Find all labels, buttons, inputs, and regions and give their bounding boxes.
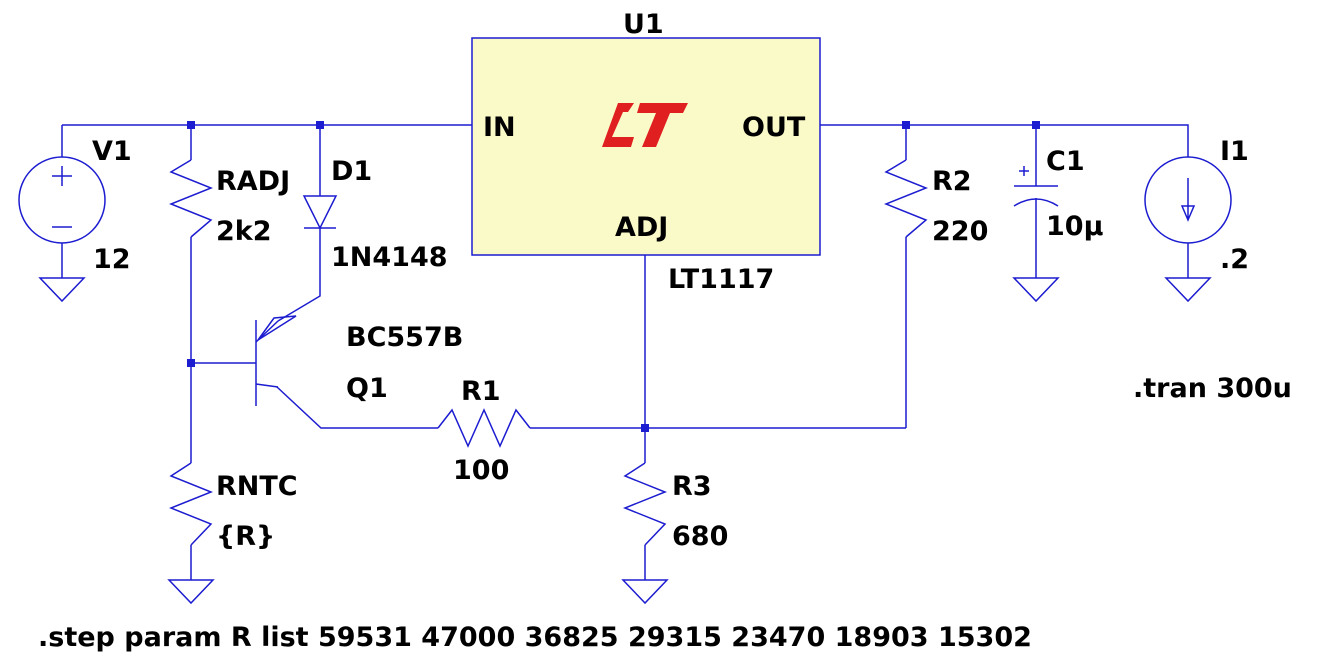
junction-node xyxy=(902,121,910,129)
v1-ref: V1 xyxy=(92,136,132,167)
v1-value: 12 xyxy=(93,244,131,275)
wire-d1-to-emitter[interactable] xyxy=(277,228,321,322)
c1-capacitor[interactable]: C1 10µ xyxy=(1013,146,1104,242)
rntc-value: {R} xyxy=(216,521,275,552)
u1-ref: U1 xyxy=(623,9,664,40)
r3-resistor[interactable]: R3 680 xyxy=(622,462,728,552)
radj-ref: RADJ xyxy=(216,166,290,197)
wires xyxy=(61,124,1189,580)
linear-technology-logo-icon xyxy=(602,103,688,147)
r2-value: 220 xyxy=(932,216,988,247)
r1-resistor[interactable]: R1 100 xyxy=(437,376,531,486)
grounds xyxy=(38,277,1212,605)
u1-pin-adj: ADJ xyxy=(615,212,668,243)
u1-pin-in: IN xyxy=(483,112,516,143)
diode-icon xyxy=(302,195,338,230)
u1-regulator[interactable]: U1 IN OUT ADJ LT1117 xyxy=(471,9,821,295)
rntc-resistor[interactable]: RNTC {R} xyxy=(168,462,298,552)
resistor-zigzag-icon xyxy=(883,159,929,238)
rntc-ref: RNTC xyxy=(216,471,298,502)
radj-value: 2k2 xyxy=(216,216,272,247)
junction-node xyxy=(187,121,195,129)
ground-icon xyxy=(38,277,86,303)
r3-value: 680 xyxy=(672,521,728,552)
u1-pin-out: OUT xyxy=(742,112,806,143)
junction-node xyxy=(187,359,195,367)
junction-node xyxy=(641,424,649,432)
junction-node xyxy=(316,121,324,129)
transistor-collector-icon xyxy=(255,383,279,388)
r2-ref: R2 xyxy=(932,166,972,197)
radj-resistor[interactable]: RADJ 2k2 xyxy=(168,159,290,247)
i1-ref: I1 xyxy=(1220,136,1249,167)
resistor-zigzag-icon xyxy=(622,462,668,546)
d1-ref: D1 xyxy=(331,156,372,187)
step-directive[interactable]: .step param R list 59531 47000 36825 293… xyxy=(38,622,1032,653)
junction-node xyxy=(1032,121,1040,129)
r3-ref: R3 xyxy=(672,471,712,502)
ground-icon xyxy=(1012,277,1060,303)
v1-voltage-source[interactable]: V1 12 xyxy=(18,136,132,275)
ground-icon xyxy=(167,579,215,605)
q1-part: BC557B xyxy=(346,322,463,353)
arrow-down-icon xyxy=(1180,178,1196,222)
wire-output-rail[interactable] xyxy=(820,124,1189,157)
q1-ref: Q1 xyxy=(346,373,388,404)
i1-value: .2 xyxy=(1220,244,1249,275)
d1-part: 1N4148 xyxy=(331,242,448,273)
q1-transistor[interactable]: BC557B Q1 xyxy=(255,315,463,406)
wire-collector-r1[interactable] xyxy=(276,386,438,429)
i1-current-source[interactable]: I1 .2 xyxy=(1144,136,1249,275)
r1-ref: R1 xyxy=(461,376,501,407)
r2-resistor[interactable]: R2 220 xyxy=(883,159,988,247)
u1-part: LT1117 xyxy=(668,264,774,295)
r1-value: 100 xyxy=(453,455,509,486)
capacitor-curved-plate-icon xyxy=(1013,198,1059,207)
ground-icon xyxy=(1164,277,1212,303)
resistor-zigzag-icon xyxy=(168,462,214,546)
c1-ref: C1 xyxy=(1046,146,1085,177)
plus-icon xyxy=(52,166,72,186)
d1-diode[interactable]: D1 1N4148 xyxy=(302,156,448,273)
ground-icon xyxy=(621,579,669,605)
emitter-arrow-icon xyxy=(257,315,297,341)
resistor-zigzag-icon xyxy=(168,159,214,238)
tran-directive[interactable]: .tran 300u xyxy=(1133,373,1292,404)
resistor-zigzag-icon xyxy=(437,408,531,448)
junction-nodes xyxy=(187,121,1040,432)
plus-icon xyxy=(1019,166,1029,176)
c1-value: 10µ xyxy=(1046,211,1104,242)
